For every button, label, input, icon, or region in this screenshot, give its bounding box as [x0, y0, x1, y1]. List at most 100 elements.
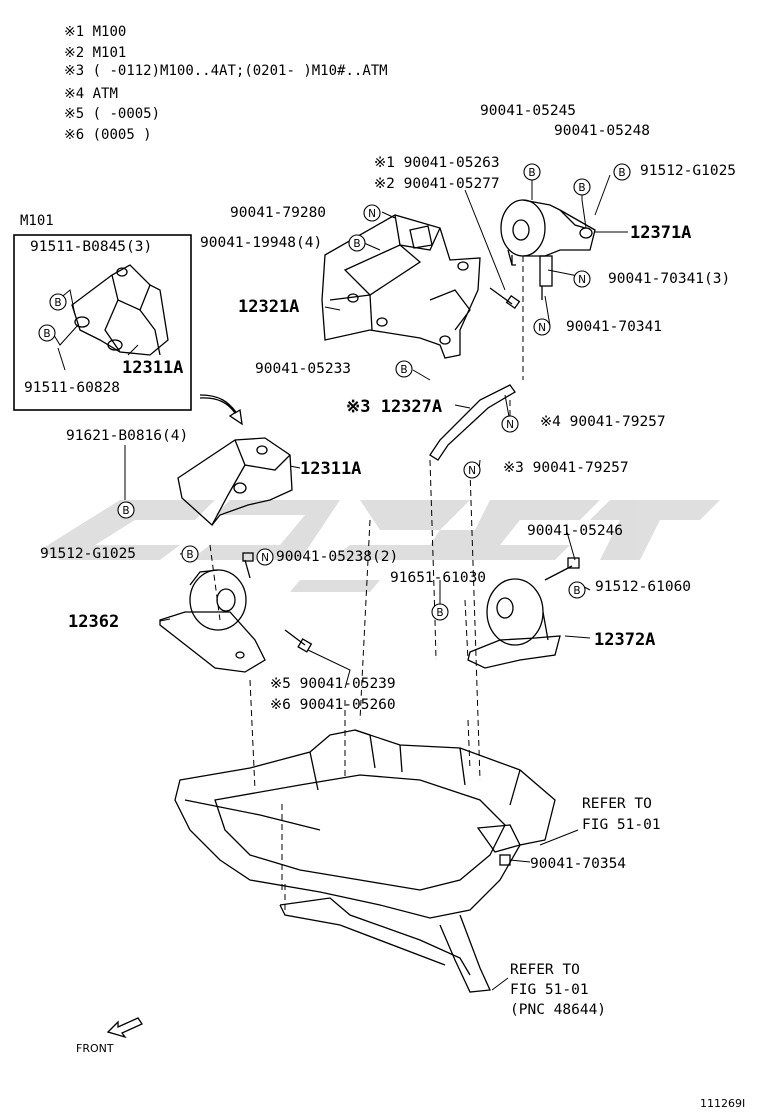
part-label-12362[interactable]: 12362 — [68, 612, 120, 632]
note-mark: ※1 — [64, 24, 85, 40]
part-label-12371A[interactable]: 12371A — [630, 223, 692, 243]
part-label-90041-19948[interactable]: 90041-19948(4) — [200, 235, 323, 251]
part-label-91511-60828[interactable]: 91511-60828 — [24, 380, 121, 396]
bolt-symbol-icon: B — [181, 545, 199, 563]
mount-12362 — [159, 569, 266, 673]
part-label-90041-70341[interactable]: 90041-70341 — [566, 319, 663, 335]
svg-text:N: N — [368, 208, 376, 220]
inset-arrow — [199, 394, 243, 426]
part-label-90041-79257[interactable]: ※3 90041-79257 — [503, 460, 629, 476]
part-label-91512-61060[interactable]: 91512-61060 — [595, 579, 692, 595]
svg-text:B: B — [400, 364, 407, 376]
part-label-91511-B0845[interactable]: 91511-B0845(3) — [30, 239, 153, 255]
refer-to-label-2[interactable]: REFER TO — [510, 962, 580, 978]
inset-box — [13, 234, 192, 411]
svg-text:N: N — [538, 322, 546, 334]
part-label-91651-61030[interactable]: 91651-61030 — [390, 570, 487, 586]
bolts — [242, 255, 580, 866]
part-label-90041-05245[interactable]: 90041-05245 — [480, 103, 577, 119]
bolt-symbol-icon: B — [568, 581, 586, 599]
part-label-90041-05248[interactable]: 90041-05248 — [554, 123, 651, 139]
note-mark: ※5 — [64, 106, 85, 122]
bolt-symbol-icon: B — [523, 163, 541, 181]
bolt-symbol-icon: B — [613, 163, 631, 181]
part-label-91512-G1025-top[interactable]: 91512-G1025 — [640, 163, 737, 179]
nut-symbol-icon: N — [363, 204, 381, 222]
part-label-90041-70354[interactable]: 90041-70354 — [530, 856, 627, 872]
note-5: ※5 ( -0005) — [64, 106, 160, 122]
note-mark: ※4 — [64, 86, 85, 102]
note-mark: ※3 — [64, 63, 85, 79]
svg-text:B: B — [573, 585, 580, 597]
part-label-90041-05239[interactable]: ※5 90041-05239 — [270, 676, 396, 692]
note-4: ※4 ATM — [64, 86, 118, 102]
bolt-symbol-icon: B — [49, 293, 67, 311]
svg-text:B: B — [54, 297, 61, 309]
part-label-90041-05260[interactable]: ※6 90041-05260 — [270, 697, 396, 713]
bolt-symbol-icon: B — [395, 360, 413, 378]
svg-text:N: N — [468, 465, 476, 477]
bolt-symbol-icon: B — [38, 324, 56, 342]
part-label-90041-79280[interactable]: 90041-79280 — [230, 205, 327, 221]
svg-text:N: N — [578, 274, 586, 286]
svg-text:B: B — [122, 505, 129, 517]
bracket-12321A — [321, 214, 481, 359]
mount-12372A — [467, 578, 561, 669]
part-label-12327A[interactable]: ※3 12327A — [346, 397, 443, 417]
nut-symbol-icon: N — [463, 461, 481, 479]
svg-text:B: B — [618, 167, 625, 179]
note-text: M100 — [92, 24, 127, 40]
inset-title: M101 — [20, 213, 54, 229]
bracket-12311A — [177, 437, 293, 526]
refer-fig-label-2[interactable]: FIG 51-01 — [510, 982, 589, 998]
leader-lines — [209, 256, 524, 910]
svg-text:B: B — [578, 182, 585, 194]
refer-to-label[interactable]: REFER TO — [582, 796, 652, 812]
part-label-90041-79257-atm[interactable]: ※4 90041-79257 — [540, 414, 666, 430]
front-arrow-icon — [106, 1017, 143, 1039]
inset-bracket-12311A — [71, 264, 169, 356]
note-text: ( -0112)M100..4AT;(0201- )M10#..ATM — [92, 63, 388, 79]
part-label-90041-05246[interactable]: 90041-05246 — [527, 523, 624, 539]
svg-text:B: B — [353, 238, 360, 250]
refer-pnc-label[interactable]: (PNC 48644) — [510, 1002, 607, 1018]
note-text: (0005 ) — [92, 127, 152, 143]
part-label-90041-05263[interactable]: ※1 90041-05263 — [374, 155, 500, 171]
part-label-91621-B0816[interactable]: 91621-B0816(4) — [66, 428, 189, 444]
nut-symbol-icon: N — [256, 548, 274, 566]
nut-symbol-icon: N — [501, 415, 519, 433]
svg-text:B: B — [528, 167, 535, 179]
brace-12327A — [429, 384, 516, 461]
part-label-12311A-inset[interactable]: 12311A — [122, 358, 184, 378]
note-6: ※6 (0005 ) — [64, 127, 152, 143]
nut-symbol-icon: N — [573, 270, 591, 288]
part-label-12321A[interactable]: 12321A — [238, 297, 300, 317]
note-mark: ※6 — [64, 127, 85, 143]
note-3: ※3 ( -0112)M100..4AT;(0201- )M10#..ATM — [64, 63, 388, 79]
part-label-90041-05277[interactable]: ※2 90041-05277 — [374, 176, 500, 192]
svg-text:B: B — [186, 549, 193, 561]
part-label-91512-G1025[interactable]: 91512-G1025 — [40, 546, 137, 562]
note-text: M101 — [92, 45, 127, 61]
part-label-12372A[interactable]: 12372A — [594, 630, 656, 650]
note-mark: ※2 — [64, 45, 85, 61]
part-label-12311A[interactable]: 12311A — [300, 459, 362, 479]
bolt-symbol-icon: B — [431, 603, 449, 621]
refer-fig-label[interactable]: FIG 51-01 — [582, 817, 661, 833]
part-label-90041-05238[interactable]: 90041-05238(2) — [276, 549, 399, 565]
note-1: ※1 M100 — [64, 24, 126, 40]
fastener-symbols: B B B N B N B N B B N N B B N B B — [38, 163, 631, 621]
note-text: ATM — [92, 86, 118, 102]
figure-id: 111269I — [700, 1097, 746, 1110]
suspension-member — [174, 729, 556, 993]
svg-text:B: B — [436, 607, 443, 619]
svg-text:B: B — [43, 328, 50, 340]
note-text: ( -0005) — [92, 106, 161, 122]
watermark-logo — [40, 500, 720, 592]
svg-text:N: N — [506, 419, 514, 431]
part-label-90041-05233[interactable]: 90041-05233 — [255, 361, 352, 377]
note-2: ※2 M101 — [64, 45, 126, 61]
part-label-90041-70341-3[interactable]: 90041-70341(3) — [608, 271, 731, 287]
